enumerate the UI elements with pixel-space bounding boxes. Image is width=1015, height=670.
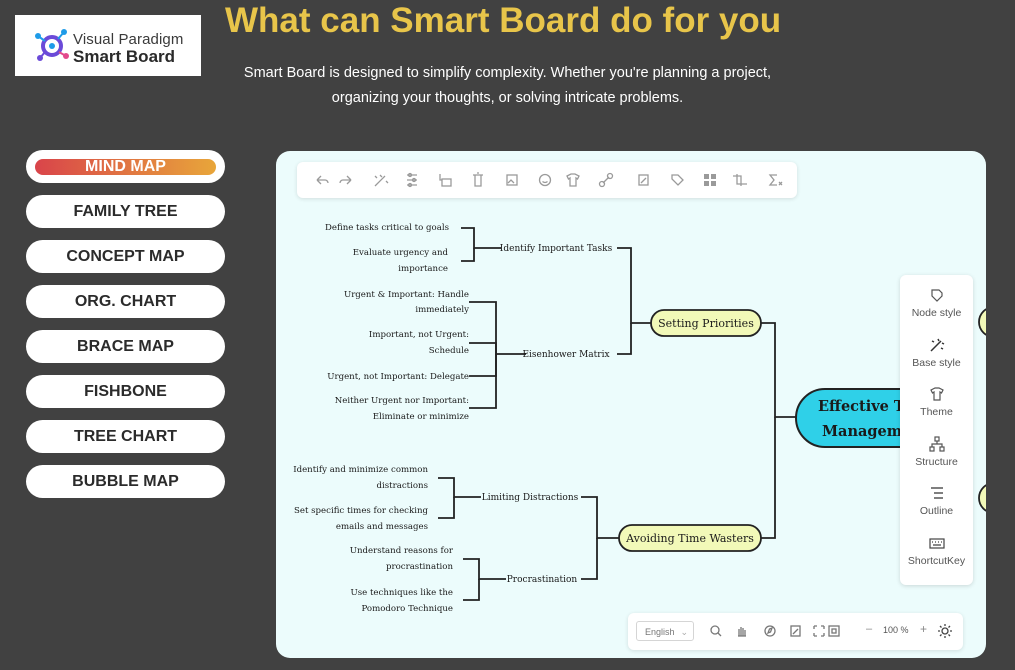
leaf-text: distractions	[377, 481, 428, 491]
keyboard-icon	[928, 538, 945, 549]
mindmap-canvas[interactable]: Effective Ti Managemen Setting Prioritie…	[276, 151, 986, 658]
crop-icon[interactable]	[733, 174, 747, 186]
page-title: What can Smart Board do for you	[225, 1, 782, 40]
leaf-text: Identify and minimize common	[293, 465, 428, 475]
chevron-down-icon: ⌄	[680, 627, 688, 637]
compass-icon[interactable]	[764, 625, 776, 637]
theme-button[interactable]: Theme	[900, 386, 973, 418]
branch-avoiding-time-wasters: Avoiding Time Wasters	[625, 532, 754, 545]
menu-org-chart-button[interactable]: ORG. CHART	[26, 285, 225, 318]
shortcut-key-button[interactable]: ShortcutKey	[900, 535, 973, 567]
side-panel-label: Theme	[920, 406, 953, 418]
fullscreen-icon[interactable]	[828, 625, 840, 637]
node-style-icon	[930, 289, 943, 302]
image-icon[interactable]	[506, 174, 518, 186]
page-subtitle: Smart Board is designed to simplify comp…	[240, 61, 775, 111]
leaf-text: procrastination	[386, 562, 453, 572]
format-side-panel: Node style Base style Theme Structure Ou…	[900, 275, 973, 585]
side-panel-label: Outline	[919, 505, 954, 517]
node-style-button[interactable]: Node style	[900, 287, 973, 319]
leaf-text: Use techniques like the	[351, 588, 454, 598]
note-icon[interactable]	[638, 174, 649, 186]
subbranch-label: Limiting Distractions	[482, 493, 579, 503]
structure-icon	[928, 436, 945, 452]
leaf-text: Pomodoro Technique	[361, 604, 453, 614]
theme-icon	[929, 387, 944, 401]
sliders-icon[interactable]	[407, 172, 417, 188]
outline-icon	[930, 487, 943, 499]
leaf-text: Set specific times for checking	[294, 506, 429, 516]
language-value: English	[645, 627, 675, 637]
branch-setting-priorities: Setting Priorities	[658, 317, 754, 330]
zoom-in-button[interactable]: +	[920, 622, 928, 636]
emoji-icon[interactable]	[538, 173, 552, 187]
zoom-level: 100 %	[883, 625, 909, 635]
logo-line2: Smart Board	[73, 47, 176, 66]
menu-brace-map-button[interactable]: BRACE MAP	[26, 330, 225, 363]
menu-family-tree-button[interactable]: FAMILY TREE	[26, 195, 225, 228]
leaf-text: immediately	[415, 305, 469, 315]
settings-icon[interactable]	[938, 624, 952, 638]
language-select[interactable]: English ⌄	[636, 621, 694, 641]
outline-button[interactable]: Outline	[900, 485, 973, 517]
side-panel-label: Structure	[915, 456, 958, 468]
leaf-text: Define tasks critical to goals	[325, 223, 449, 233]
menu-item-label: MIND MAP	[35, 158, 216, 175]
magic-icon[interactable]	[374, 174, 389, 187]
subtitle-line2: organizing your thoughts, or solving int…	[331, 90, 684, 106]
leaf-text: Understand reasons for	[350, 546, 454, 556]
search-icon[interactable]	[710, 625, 722, 637]
logo-mark-icon	[35, 29, 69, 61]
base-style-button[interactable]: Base style	[900, 337, 973, 369]
side-panel-label: Base style	[912, 357, 961, 369]
tag-icon[interactable]	[671, 174, 684, 186]
grid-icon[interactable]	[704, 174, 716, 186]
subbranch-label: Procrastination	[507, 575, 578, 585]
leaf-text: Evaluate urgency and	[353, 248, 449, 258]
side-panel-label: Node style	[911, 307, 962, 319]
mindmap-diagram: Effective Ti Managemen Setting Prioritie…	[293, 223, 986, 614]
menu-mind-map-button[interactable]: MIND MAP	[26, 150, 225, 183]
subbranch-label: Eisenhower Matrix	[522, 350, 609, 360]
menu-fishbone-button[interactable]: FISHBONE	[26, 375, 225, 408]
zoom-out-button[interactable]: –	[866, 623, 873, 635]
menu-bubble-map-button[interactable]: BUBBLE MAP	[26, 465, 225, 498]
base-style-icon	[929, 338, 944, 352]
formula-icon[interactable]	[768, 174, 783, 186]
leaf-text: emails and messages	[336, 522, 428, 532]
menu-tree-chart-button[interactable]: TREE CHART	[26, 420, 225, 453]
subtitle-line1: Smart Board is designed to simplify comp…	[243, 65, 772, 81]
edit-icon[interactable]	[790, 625, 801, 637]
subbranch-label: Identify Important Tasks	[500, 244, 613, 254]
smart-board-logo[interactable]: Visual Paradigm Smart Board	[15, 15, 201, 76]
side-panel-label: ShortcutKey	[907, 555, 966, 567]
shirt-icon[interactable]	[566, 173, 580, 187]
editor-toolbar	[297, 162, 797, 198]
leaf-text: Schedule	[429, 346, 469, 356]
structure-button[interactable]: Structure	[900, 436, 973, 468]
hand-icon[interactable]	[738, 627, 746, 637]
leaf-text: Eliminate or minimize	[373, 412, 469, 422]
menu-concept-map-button[interactable]: CONCEPT MAP	[26, 240, 225, 273]
redo-icon[interactable]	[339, 175, 352, 185]
trash-icon[interactable]	[473, 172, 483, 187]
central-node-line1: Effective Ti	[818, 398, 911, 415]
leaf-text: Urgent, not Important: Delegate	[327, 372, 469, 382]
logo-line1: Visual Paradigm	[73, 31, 184, 48]
layout-icon[interactable]	[439, 174, 452, 187]
link-icon[interactable]	[598, 172, 614, 188]
undo-icon[interactable]	[316, 175, 329, 185]
bottom-toolbar: English ⌄ – 100 % +	[628, 613, 963, 650]
leaf-text: Neither Urgent nor Important:	[335, 396, 469, 406]
central-node-line2: Managemen	[822, 423, 922, 440]
fit-view-icon[interactable]	[813, 625, 825, 637]
leaf-text: Urgent & Important: Handle	[344, 290, 469, 300]
leaf-text: Important, not Urgent:	[369, 330, 469, 340]
leaf-text: importance	[398, 264, 448, 274]
